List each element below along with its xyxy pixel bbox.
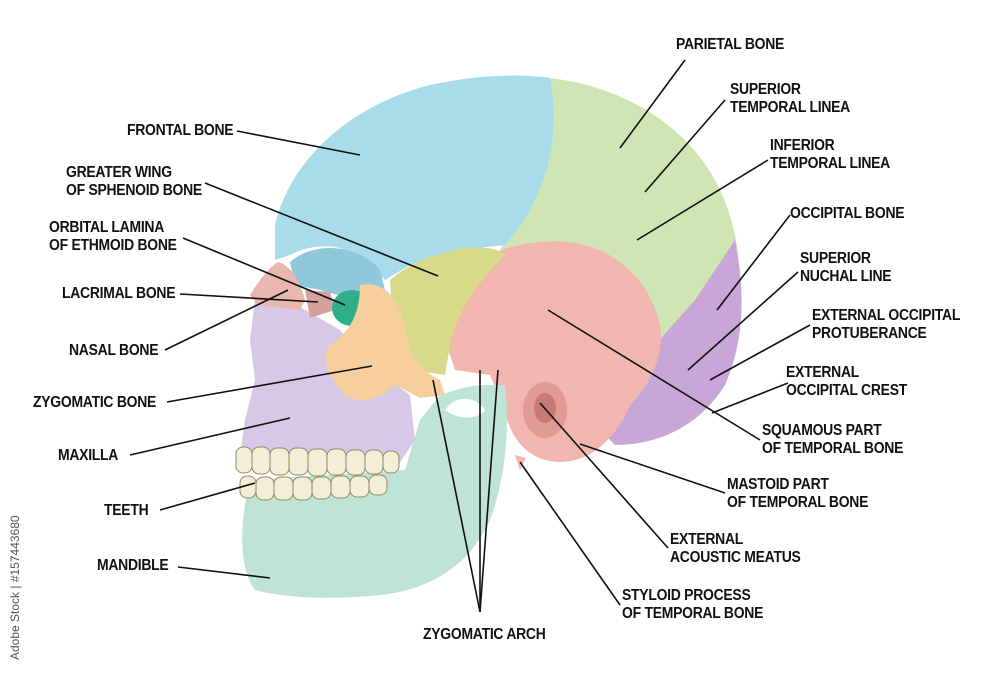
parietal-bone-region xyxy=(500,78,739,350)
label-mandible: MANDIBLE xyxy=(97,557,169,574)
label-zygomatic-bone: ZYGOMATIC BONE xyxy=(33,394,157,411)
zygomatic-region xyxy=(325,284,445,401)
maxilla-region xyxy=(240,300,415,470)
label-lacrimal-bone: LACRIMAL BONE xyxy=(62,285,176,302)
label-parietal-bone: PARIETAL BONE xyxy=(676,36,785,53)
label-maxilla: MAXILLA xyxy=(58,447,119,464)
label-teeth: TEETH xyxy=(104,502,149,519)
label-zygomatic-arch: ZYGOMATIC ARCH xyxy=(423,626,546,643)
stock-id-text: Adobe Stock | #157443680 xyxy=(8,515,22,660)
sphenoid-region xyxy=(390,247,505,375)
nasal-bone-region xyxy=(250,262,305,310)
temporal-bone-region xyxy=(445,241,661,462)
teeth-shape xyxy=(235,446,400,501)
frontal-bone-region xyxy=(275,75,554,280)
label-nasal-bone: NASAL BONE xyxy=(69,342,159,359)
leader-lines xyxy=(129,59,811,613)
label-frontal-bone: FRONTAL BONE xyxy=(127,122,234,139)
label-occipital-bone: OCCIPITAL BONE xyxy=(790,205,905,222)
